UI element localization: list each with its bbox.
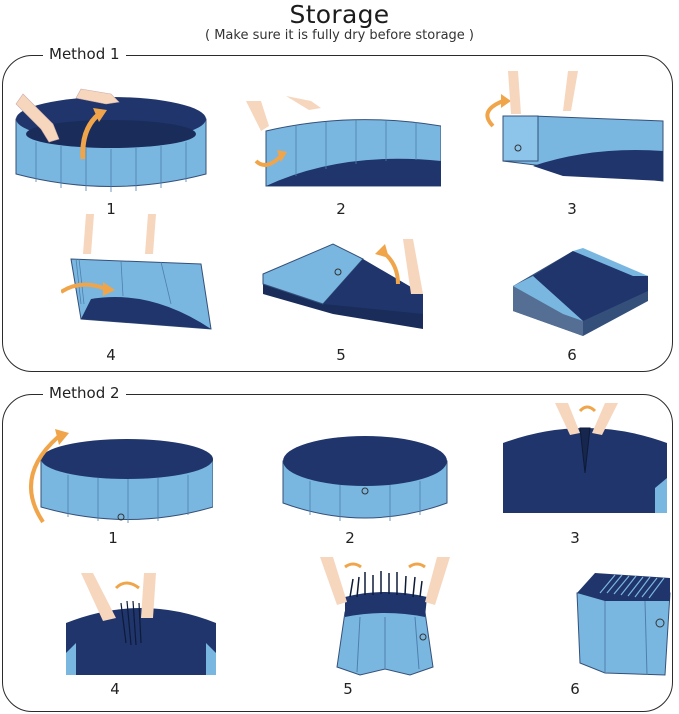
method-1-step-6-number: 6 — [567, 346, 577, 364]
method-2-step-3-illustration — [485, 403, 679, 513]
method-2-step-5-number: 5 — [343, 680, 353, 698]
method-2-step-4-illustration — [41, 563, 241, 678]
method-2-step-6-number: 6 — [570, 680, 580, 698]
method-1-step-5-number: 5 — [336, 346, 346, 364]
method-2-label: Method 2 — [43, 384, 126, 402]
method-2-step-3-number: 3 — [570, 529, 580, 547]
page-subtitle: ( Make sure it is fully dry before stora… — [205, 28, 474, 43]
page-title: Storage — [289, 0, 390, 29]
method-1-step-4-illustration — [41, 214, 241, 339]
method-2-step-2-illustration — [265, 433, 465, 528]
method-2-panel: Method 2 1 2 — [2, 384, 673, 712]
method-2-step-4-number: 4 — [110, 680, 120, 698]
method-1-step-2-illustration — [241, 86, 441, 196]
method-1-step-1-number: 1 — [106, 200, 116, 218]
method-1-step-3-illustration — [473, 66, 673, 196]
method-2-step-6-illustration — [525, 563, 679, 678]
method-1-step-2-number: 2 — [336, 200, 346, 218]
method-2-step-2-number: 2 — [345, 529, 355, 547]
method-2-step-1-number: 1 — [108, 529, 118, 547]
method-1-step-1-illustration — [11, 84, 211, 199]
method-1-step-3-number: 3 — [567, 200, 577, 218]
method-1-step-4-number: 4 — [106, 346, 116, 364]
method-1-step-5-illustration — [243, 234, 443, 344]
method-1-step-6-illustration — [483, 246, 679, 341]
method-2-step-1-illustration — [13, 417, 213, 527]
method-1-label: Method 1 — [43, 45, 126, 63]
method-2-step-5-illustration — [285, 557, 485, 677]
method-1-panel: Method 1 1 — [2, 45, 673, 372]
